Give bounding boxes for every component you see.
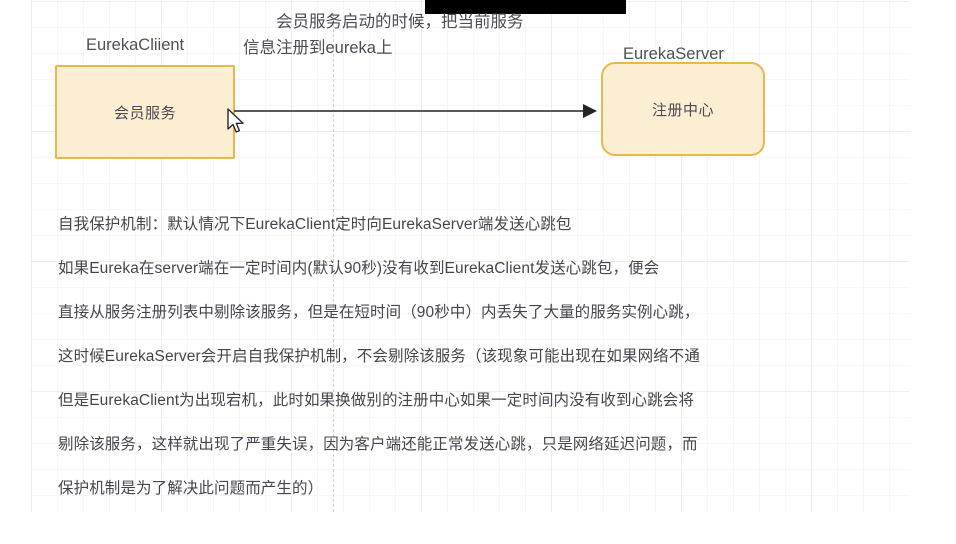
node-caption-eureka-server: EurekaServer xyxy=(623,45,724,63)
registration-arrow-line[interactable] xyxy=(234,110,591,112)
body-line: 自我保护机制：默认情况下EurekaClient定时向EurekaServer端… xyxy=(58,216,572,233)
node-label-eureka-server: 注册中心 xyxy=(651,101,714,119)
arrow-annotation-line-2: 信息注册到eureka上 xyxy=(243,39,393,57)
body-paragraph: 自我保护机制：默认情况下EurekaClient定时向EurekaServer端… xyxy=(58,203,918,511)
node-caption-eureka-client: EurekaCliient xyxy=(86,36,185,54)
arrow-annotation: 会员服务启动的时候，把当前服务 信息注册到eureka上 xyxy=(243,9,623,61)
node-box-eureka-server[interactable]: 注册中心 xyxy=(601,62,765,156)
vertical-guide-line xyxy=(333,14,334,512)
arrow-annotation-line-1: 会员服务启动的时候，把当前服务 xyxy=(276,13,524,31)
body-line: 直接从服务注册列表中剔除该服务，但是在短时间（90秒中）内丢失了大量的服务实例心… xyxy=(58,304,700,321)
body-line: 这时候EurekaServer会开启自我保护机制，不会剔除该服务（该现象可能出现… xyxy=(58,348,700,365)
node-box-eureka-client[interactable]: 会员服务 xyxy=(55,65,235,159)
body-line: 保护机制是为了解决此问题而产生的） xyxy=(58,480,324,497)
body-line: 如果Eureka在server端在一定时间内(默认90秒)没有收到EurekaC… xyxy=(58,260,660,277)
arrow-head-icon xyxy=(583,104,597,118)
node-label-eureka-client: 会员服务 xyxy=(113,104,176,122)
body-line: 但是EurekaClient为出现宕机，此时如果换做别的注册中心如果一定时间内没… xyxy=(58,392,694,409)
redaction-bar xyxy=(425,0,626,14)
body-line: 剔除该服务，这样就出现了严重失误，因为客户端还能正常发送心跳，只是网络延迟问题，… xyxy=(58,436,698,453)
